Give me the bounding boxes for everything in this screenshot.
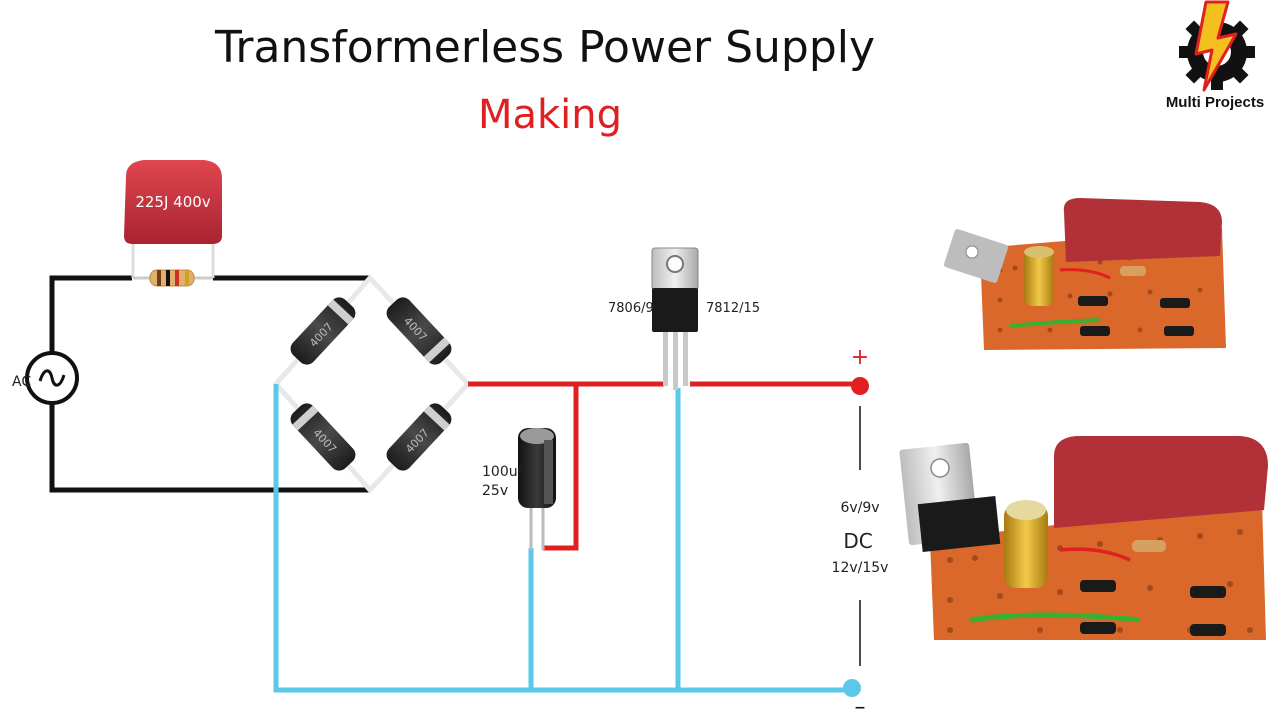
output-type: DC [843, 529, 872, 553]
pcb-photo-bottom [899, 436, 1268, 640]
ac-source [25, 351, 79, 405]
resistor [133, 269, 213, 287]
page-subtitle: Making [477, 92, 623, 138]
electrolytic-capacitor [518, 428, 556, 550]
pcb-photo-top [943, 198, 1226, 350]
plus-sign: + [851, 345, 869, 370]
regulator-right-label: 7812/15 [706, 301, 760, 316]
diode-top-left: 4007 [290, 297, 356, 365]
output-voltage-low: 6v/9v [840, 500, 879, 516]
negative-terminal [843, 679, 861, 697]
positive-wire [468, 381, 858, 551]
electrolytic-value: 100uf [482, 464, 524, 480]
page-title: Transformerless Power Supply [214, 22, 876, 73]
voltage-regulator [651, 247, 699, 390]
diode-bottom-left: 4007 [290, 403, 356, 471]
ac-wire [49, 275, 370, 493]
capacitor-label: 225J 400v [135, 193, 210, 211]
positive-terminal [851, 377, 869, 395]
bridge-frame [272, 274, 472, 494]
x-capacitor: 225J 400v [124, 160, 222, 278]
gear-lightning-icon [1179, 0, 1255, 92]
diode-bottom-right: 4007 [386, 403, 452, 471]
logo-text: Multi Projects [1165, 94, 1265, 111]
diode-top-right: 4007 [386, 297, 452, 365]
negative-wire [273, 384, 852, 693]
ac-label: AC [12, 374, 31, 390]
electrolytic-voltage: 25v [482, 483, 508, 499]
regulator-left-label: 7806/9 [608, 301, 654, 316]
output-voltage-high: 12v/15v [832, 560, 889, 576]
minus-sign: – [855, 695, 866, 720]
